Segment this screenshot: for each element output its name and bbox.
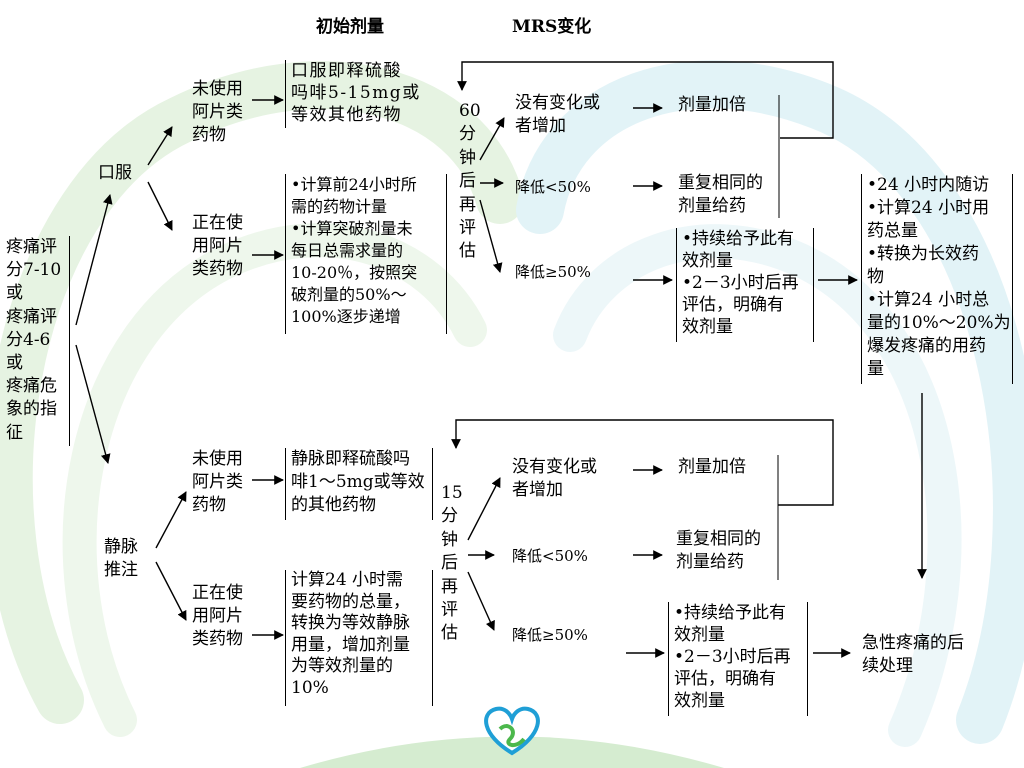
oral-repeat-dose: 重复相同的 剂量给药 [678,173,763,216]
oral-drop-lt-50: 降低<50% [515,178,591,196]
bg-swirl-right-2 [553,224,962,747]
oral-drop-ge-50: 降低≥50% [515,263,591,281]
iv-continue-dose: •持续给予此有 效剂量 •2－3小时后再 评估，明确有 效剂量 [668,602,808,716]
iv-naive-dose: 静脉即释硫酸吗 啡1～5mg或等效 的其他药物 [285,448,433,520]
route-oral: 口服 [98,163,132,183]
iv-naive-label: 未使用 阿片类 药物 [192,449,243,515]
oral-tolerant-dose: •计算前24小时所 需的药物计量 •计算突破剂量未 每日总需求量的 10-20％… [285,174,447,334]
iv-tolerant-dose: 计算24 小时需 要药物的总量， 转换为等效静脉 用量，增加剂量 为等效剂量的 … [285,570,433,706]
heart-logo-icon [484,706,540,756]
final-followup: 急性疼痛的后 续处理 [862,633,964,676]
iv-drop-lt-50: 降低<50% [512,547,588,565]
iv-no-change: 没有变化或 者增加 [512,457,597,500]
bg-swirl-left [0,61,524,724]
oral-double-dose: 剂量加倍 [678,95,746,115]
oral-continue-dose: •持续给予此有 效剂量 •2－3小时后再 评估，明确有 效剂量 [676,228,814,342]
iv-tolerant-label: 正在使 用阿片 类药物 [192,583,243,649]
oral-tolerant-label: 正在使 用阿片 类药物 [192,213,243,279]
oral-reassess: 60 分 钟 后 再 评 估 [459,101,481,262]
oral-naive-dose: 口服即释硫酸 吗啡5-15mg或 等效其他药物 [285,60,433,128]
oral-no-change: 没有变化或 者增加 [515,93,600,136]
iv-repeat-dose: 重复相同的 剂量给药 [676,529,761,572]
iv-drop-ge-50: 降低≥50% [512,626,588,644]
route-iv: 静脉 推注 [104,537,138,580]
start-condition: 疼痛评 分7-10 或 疼痛评 分4-6 或 疼痛危 象的指 征 [6,236,70,446]
iv-double-dose: 剂量加倍 [678,457,746,477]
iv-reassess: 15 分 钟 后 再 评 估 [441,483,463,644]
header-initial-dose: 初始剂量 [316,17,384,37]
bg-swirl-left-2 [62,223,487,737]
oral-naive-label: 未使用 阿片类 药物 [192,79,243,145]
header-mrs-change: MRS变化 [512,17,592,37]
oral-followup: •24 小时内随访 •计算24 小时用 药总量 •转换为长效药 物 •计算24 … [861,174,1013,384]
